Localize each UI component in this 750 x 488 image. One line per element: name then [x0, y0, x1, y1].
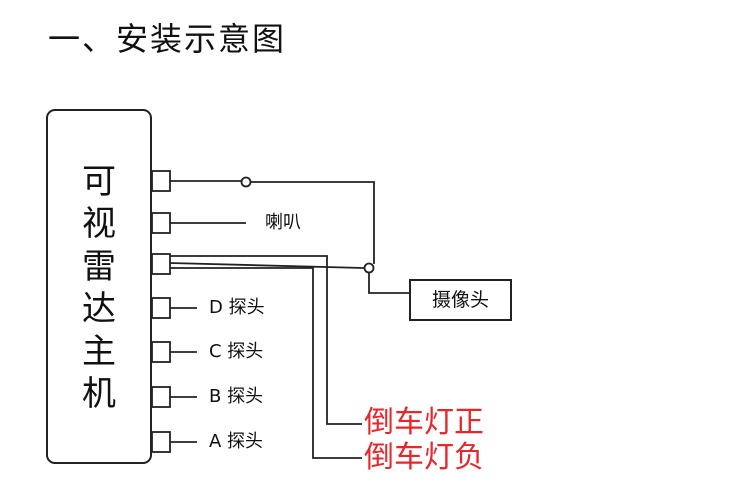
- probe-a-label: A 探头: [209, 431, 264, 452]
- camera-power-node: [363, 262, 375, 274]
- probe-d-label: D 探头: [209, 297, 265, 318]
- reverse-negative-label: 倒车灯负: [364, 440, 484, 475]
- connector-probe-a: [151, 431, 171, 453]
- main-unit-char: 雷: [82, 247, 116, 287]
- probe-c-label: C 探头: [209, 341, 264, 362]
- camera-box: 摄像头: [409, 279, 512, 321]
- main-unit-char: 达: [82, 289, 116, 329]
- camera-power-wire-2: [368, 273, 409, 294]
- reverse-negative-wire: [170, 267, 362, 459]
- camera-video-node: [240, 176, 252, 188]
- connector-camera-video: [151, 170, 171, 192]
- main-unit-char: 可: [82, 162, 116, 202]
- page-title: 一、安装示意图: [48, 20, 287, 58]
- camera-power-wire: [169, 262, 365, 269]
- main-unit-box: [46, 109, 152, 464]
- connector-reverse-light: [151, 253, 171, 275]
- main-unit-char: 机: [82, 374, 116, 414]
- reverse-positive-wire: [170, 255, 362, 425]
- probe-b-label: B 探头: [209, 386, 264, 407]
- connector-probe-b: [151, 386, 171, 408]
- connector-speaker: [151, 212, 171, 234]
- main-unit-char: 视: [82, 204, 116, 244]
- camera-video-wire-2: [251, 181, 375, 264]
- main-unit-char: 主: [82, 332, 116, 372]
- reverse-positive-label: 倒车灯正: [364, 405, 484, 440]
- speaker-label: 喇叭: [265, 212, 301, 233]
- connector-probe-d: [151, 297, 171, 319]
- connector-probe-c: [151, 341, 171, 363]
